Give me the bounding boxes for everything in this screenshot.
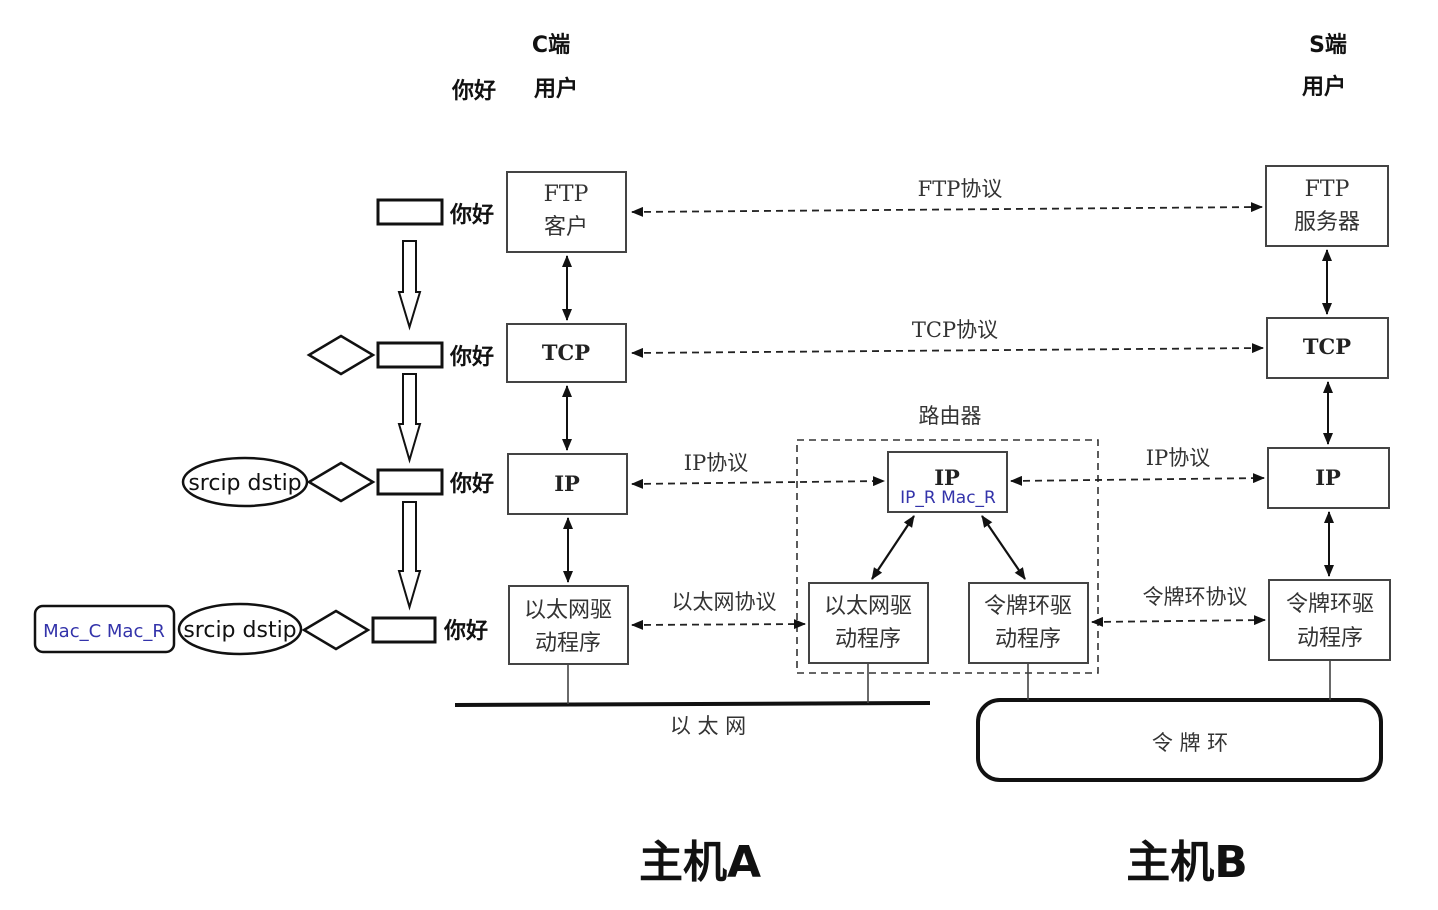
ethernet-bus bbox=[454, 701, 931, 707]
host-b-ip-label: IP bbox=[1315, 465, 1341, 490]
router-arrow-ip-eth bbox=[871, 515, 915, 580]
host-b-ftp-l2: 服务器 bbox=[1294, 210, 1360, 235]
host-b-ftp-box: FTP 服务器 bbox=[1265, 165, 1389, 247]
c-end-label: C端 bbox=[532, 33, 570, 58]
tcp-protocol-label: TCP协议 bbox=[912, 318, 998, 342]
eth-protocol-label: 以太网协议 bbox=[672, 590, 777, 614]
ip-header-oval-4 bbox=[177, 602, 303, 656]
host-b-ftp-l1: FTP bbox=[1305, 177, 1350, 202]
payload-label-4: 你好 bbox=[443, 618, 488, 644]
host-b-label: 主机B bbox=[1126, 837, 1248, 888]
host-a-tcp-box: TCP bbox=[506, 323, 627, 383]
tr-protocol-label: 令牌环协议 bbox=[1143, 585, 1248, 609]
down-arrow-2 bbox=[397, 373, 422, 464]
payload-block-2 bbox=[376, 341, 444, 369]
tcp-header-diamond-3 bbox=[306, 461, 376, 503]
router-container bbox=[796, 439, 1099, 674]
router-eth-driver-box: 以太网驱 动程序 bbox=[808, 582, 929, 664]
host-b-tcp-box: TCP bbox=[1266, 317, 1389, 379]
router-tr-l2: 动程序 bbox=[995, 627, 1061, 652]
payload-block-1 bbox=[376, 198, 444, 226]
router-ip-sub: IP_R Mac_R bbox=[900, 488, 996, 508]
host-b-tr-l1: 令牌环驱 bbox=[1286, 592, 1374, 617]
ip-protocol-label-right: IP协议 bbox=[1146, 446, 1210, 470]
router-ip-box: IP IP_R Mac_R bbox=[887, 451, 1008, 513]
ethernet-label: 以 太 网 bbox=[670, 714, 746, 738]
payload-block-3 bbox=[376, 468, 444, 496]
payload-label-1: 你好 bbox=[449, 202, 494, 228]
host-a-ftp-box: FTP 客户 bbox=[506, 171, 627, 253]
router-ip-label: IP bbox=[934, 465, 960, 490]
s-end-label: S端 bbox=[1309, 33, 1347, 58]
tr-protocol-arrow bbox=[1091, 615, 1266, 627]
host-a-eth-l2: 动程序 bbox=[535, 631, 601, 656]
user-label-c: 用户 bbox=[534, 76, 578, 102]
router-title: 路由器 bbox=[919, 404, 982, 428]
host-a-ip-label: IP bbox=[554, 471, 580, 496]
ftp-protocol-label: FTP协议 bbox=[918, 177, 1003, 201]
tcp-protocol-arrow bbox=[631, 343, 1264, 358]
payload-label-3: 你好 bbox=[449, 471, 494, 497]
mac-header-block bbox=[33, 604, 176, 654]
router-eth-l2: 动程序 bbox=[835, 627, 901, 652]
token-ring-label: 令 牌 环 bbox=[1152, 731, 1228, 755]
mac-header-label: Mac_C Mac_R bbox=[43, 621, 165, 642]
eth-protocol-arrow bbox=[631, 619, 806, 630]
token-ring bbox=[976, 698, 1383, 782]
tcp-header-diamond-4 bbox=[301, 609, 371, 651]
down-arrow-1 bbox=[397, 240, 422, 331]
router-arrow-ip-tr bbox=[981, 515, 1026, 580]
header-nihao: 你好 bbox=[451, 78, 496, 104]
host-a-label: 主机A bbox=[639, 837, 761, 888]
router-tr-l1: 令牌环驱 bbox=[984, 594, 1072, 619]
host-a-ftp-l2: 客户 bbox=[544, 215, 588, 240]
router-tr-driver-box: 令牌环驱 动程序 bbox=[968, 582, 1089, 664]
host-b-tr-driver-box: 令牌环驱 动程序 bbox=[1268, 579, 1391, 661]
down-arrow-3 bbox=[397, 501, 422, 611]
host-a-tcp-label: TCP bbox=[542, 340, 590, 365]
host-a-eth-driver-box: 以太网驱 动程序 bbox=[508, 585, 629, 665]
ip-protocol-arrow-right bbox=[1010, 473, 1265, 486]
ip-protocol-label-left: IP协议 bbox=[684, 451, 748, 475]
user-label-s: 用户 bbox=[1302, 74, 1346, 100]
host-a-ftp-l1: FTP bbox=[544, 182, 589, 207]
host-a-ip-box: IP bbox=[507, 453, 628, 515]
ip-header-label-4: srcip dstip bbox=[183, 618, 296, 643]
host-a-eth-l1: 以太网驱 bbox=[524, 598, 612, 623]
host-b-tr-l2: 动程序 bbox=[1297, 626, 1363, 651]
router-eth-l1: 以太网驱 bbox=[824, 594, 912, 619]
ip-protocol-arrow-left bbox=[631, 476, 885, 489]
payload-block-4 bbox=[371, 616, 437, 644]
ip-header-label-3: srcip dstip bbox=[188, 471, 301, 496]
tcp-header-diamond-2 bbox=[306, 334, 376, 376]
payload-label-2: 你好 bbox=[449, 344, 494, 370]
host-b-tcp-label: TCP bbox=[1303, 334, 1351, 359]
ftp-protocol-arrow bbox=[631, 202, 1263, 217]
host-b-ip-box: IP bbox=[1267, 447, 1390, 509]
